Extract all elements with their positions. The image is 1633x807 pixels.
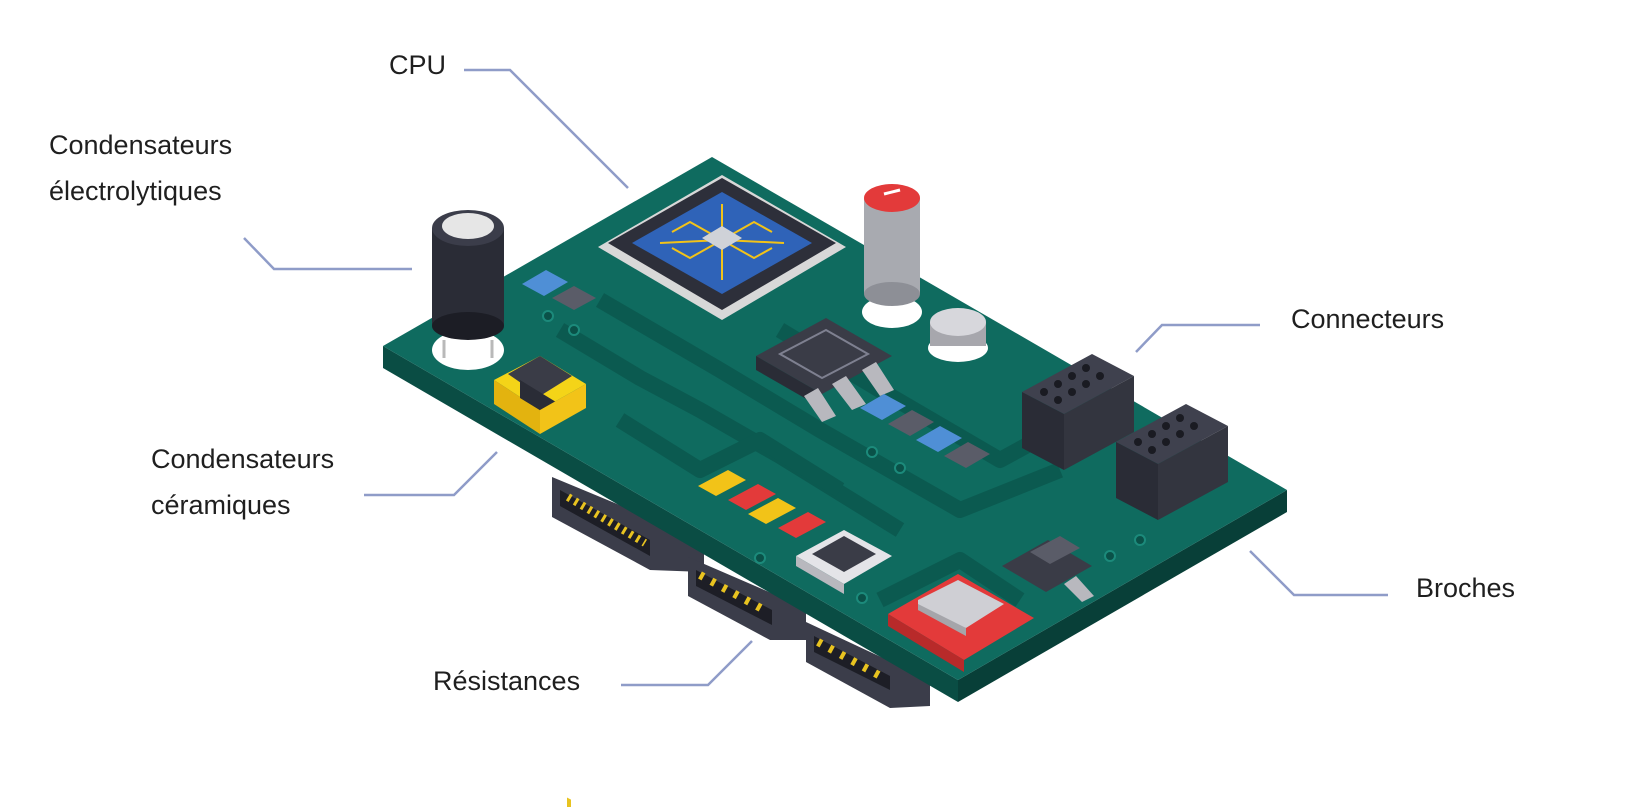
label-connectors: Connecteurs xyxy=(1291,296,1444,342)
smd-parts-middle xyxy=(860,394,990,468)
resistor-array xyxy=(698,470,826,538)
label-ceramic-line1: Condensateurs xyxy=(151,444,335,474)
label-resistors-text: Résistances xyxy=(433,666,581,696)
label-ceramic-capacitors: Condensateurs céramiques xyxy=(151,436,334,528)
transistor xyxy=(1002,536,1094,602)
edge-connector-left xyxy=(552,477,704,807)
display-chip xyxy=(796,530,892,594)
cpu-chip xyxy=(598,175,846,320)
label-pins-text: Broches xyxy=(1416,573,1516,603)
electrolytic-capacitor-grey xyxy=(862,184,922,328)
round-component xyxy=(928,308,988,362)
label-cpu-text: CPU xyxy=(389,50,447,80)
octagon-component xyxy=(888,574,1034,672)
voltage-regulator xyxy=(756,318,894,422)
label-electrolytic-line2: électrolytiques xyxy=(49,176,222,206)
label-electrolytic-line1: Condensateurs xyxy=(49,130,233,160)
leader-line-cpu xyxy=(464,68,629,189)
label-cpu: CPU xyxy=(389,42,446,88)
label-pins: Broches xyxy=(1416,565,1515,611)
smd-parts-upper-left xyxy=(522,270,596,310)
edge-connector-right xyxy=(806,622,930,708)
label-resistors: Résistances xyxy=(433,658,580,704)
ceramic-capacitor xyxy=(494,356,586,434)
label-ceramic-line2: céramiques xyxy=(151,490,291,520)
leader-line-electrolytic xyxy=(243,237,412,271)
edge-connector-middle xyxy=(688,557,806,640)
pin-header-right xyxy=(1116,404,1228,520)
label-connectors-text: Connecteurs xyxy=(1291,304,1445,334)
label-electrolytic-capacitors: Condensateurs électrolytiques xyxy=(49,122,232,214)
leader-line-ceramic xyxy=(364,451,498,497)
pin-header-left xyxy=(1022,354,1134,470)
electrolytic-capacitor-black xyxy=(432,210,504,370)
leader-line-resistors xyxy=(621,640,753,687)
leader-line-pins xyxy=(1249,550,1388,597)
leader-line-connectors xyxy=(1135,323,1260,353)
